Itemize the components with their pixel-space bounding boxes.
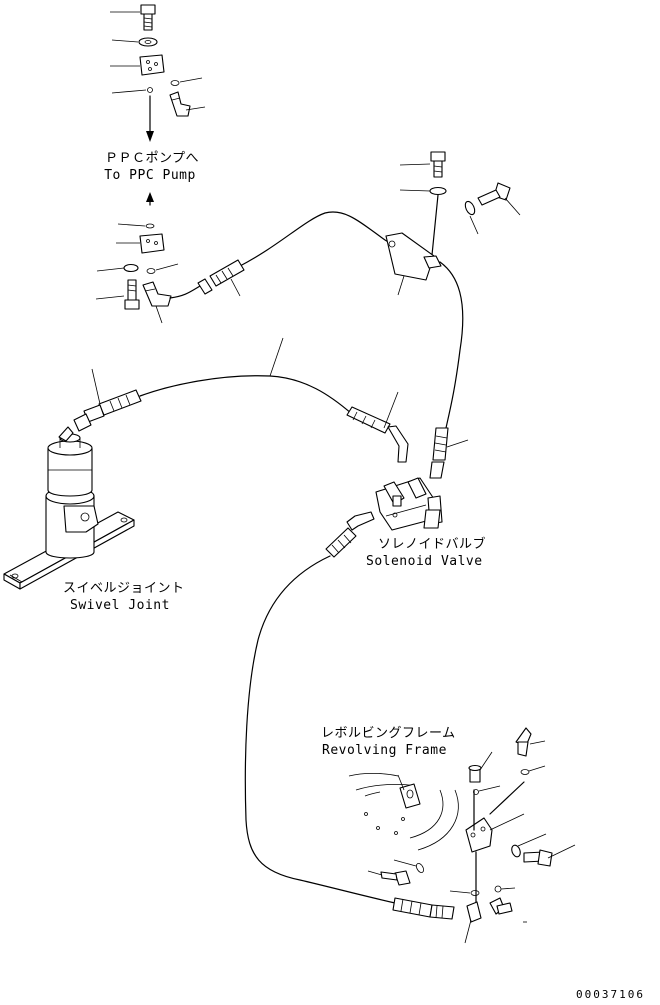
- arrow-up-icon: [146, 192, 154, 206]
- lower-block-icon: [116, 233, 165, 254]
- upper-bracket-icon: [385, 232, 442, 296]
- frame-bolt-icon: [523, 844, 576, 867]
- hose-top: [169, 211, 399, 299]
- lower-o-ring-icon: [117, 223, 155, 229]
- top-washer-icon: [111, 37, 158, 47]
- revolving-frame-icon: [348, 772, 459, 851]
- hose-middle-left-fitting-icon: [73, 368, 142, 432]
- frame-top-fitting-icon: [468, 751, 501, 795]
- solenoid-valve-icon: [375, 477, 443, 531]
- frame-bottom-parts-icon: [449, 885, 527, 944]
- ppc-pump-label-en: To PPC Pump: [104, 168, 196, 183]
- top-block-icon: [110, 54, 165, 76]
- frame-left-bolt-icon: [367, 870, 411, 886]
- solenoid-valve-label-en: Solenoid Valve: [366, 554, 483, 569]
- drawing-number: 00037106: [576, 988, 645, 1001]
- hose-long: [244, 555, 396, 904]
- hose-middle: [139, 375, 353, 415]
- right-bolt-icon: [477, 182, 521, 216]
- upper-bolt-icon: [399, 151, 446, 178]
- frame-pipe: [489, 781, 525, 815]
- lower-washer-icon: [96, 263, 179, 274]
- frame-elbow-icon: [515, 727, 546, 775]
- hose-right: [439, 261, 464, 429]
- hose-middle-right-fitting-icon: [346, 391, 409, 463]
- lower-bolt-icon: [95, 279, 140, 310]
- swivel-joint-icon: [3, 426, 135, 590]
- top-bolt-icon: [110, 4, 156, 31]
- ppc-pump-label-jp: ＰＰＣポンプへ: [104, 151, 200, 166]
- hose-long-fitting-icon: [325, 511, 375, 558]
- swivel-joint-label-jp: スイベルジョイント: [63, 581, 185, 596]
- hose-top-fitting-icon: [197, 259, 245, 297]
- frame-washer-icon: [511, 833, 547, 858]
- hose-long-bottom-fitting-icon: [392, 897, 455, 920]
- upper-washer-icon: [399, 186, 447, 256]
- hose-right-fitting-icon: [429, 427, 469, 479]
- swivel-joint-label-en: Swivel Joint: [70, 598, 170, 613]
- revolving-frame-label-en: Revolving Frame: [322, 743, 447, 758]
- arrow-down-icon: [146, 95, 154, 142]
- right-washer-icon: [464, 200, 479, 235]
- top-o-ring-icon: [111, 77, 203, 94]
- frame-block-icon: [465, 789, 525, 906]
- solenoid-valve-label-jp: ソレノイドバルブ: [378, 537, 487, 552]
- revolving-frame-label-jp: レボルビングフレーム: [321, 726, 456, 741]
- lower-elbow-icon: [142, 281, 172, 324]
- frame-left-o-ring-icon: [393, 859, 425, 873]
- top-elbow-icon: [169, 91, 206, 117]
